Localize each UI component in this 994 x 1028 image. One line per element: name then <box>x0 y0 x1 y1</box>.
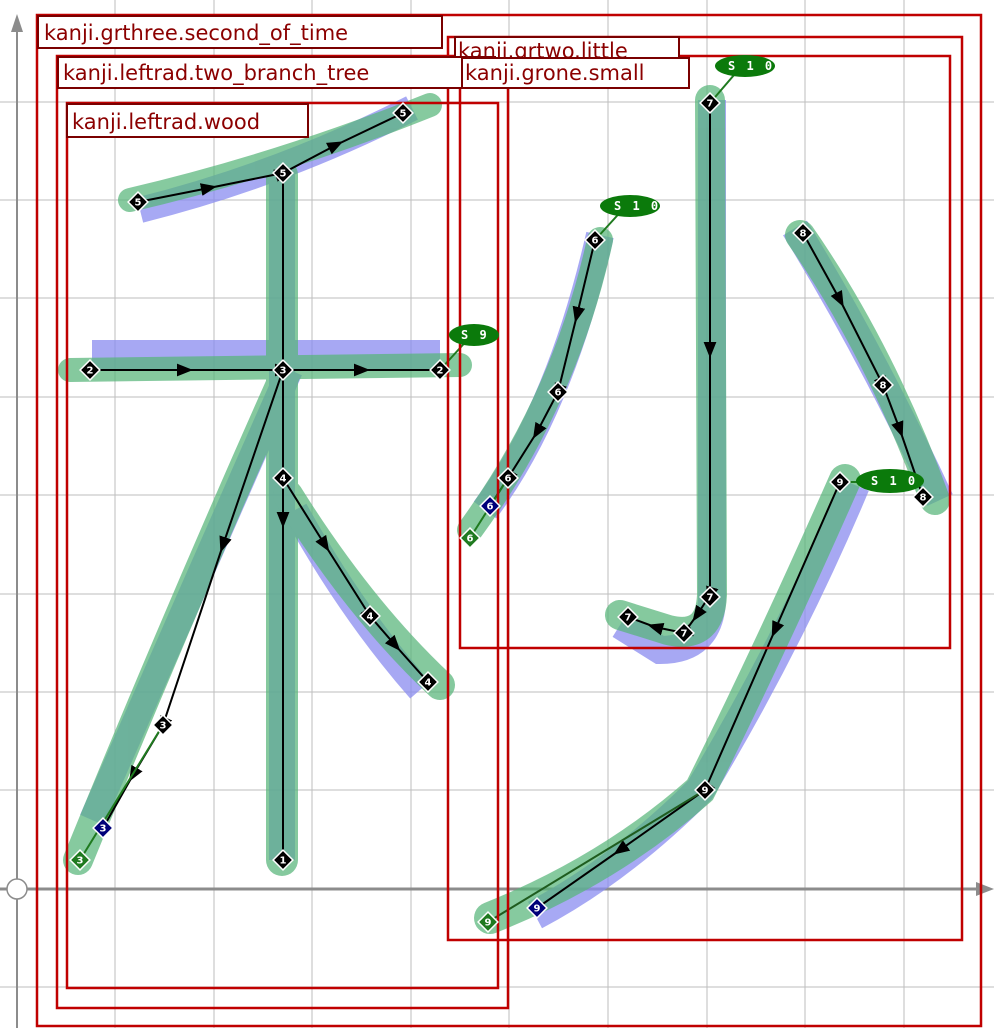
stroke-node[interactable]: 8 <box>872 374 894 396</box>
stroke-node-number: 8 <box>800 229 807 240</box>
stroke-node[interactable]: 6 <box>479 495 501 517</box>
stroke-node[interactable]: 7 <box>699 586 721 608</box>
stroke-node[interactable]: 9 <box>829 471 851 493</box>
stroke-node-number: 3 <box>100 824 107 835</box>
stroke-node-number: 7 <box>681 629 688 640</box>
stroke-node[interactable]: 8 <box>912 486 934 508</box>
stroke-nodes: 1 2 2 3 3 3 3 4 4 4 5 5 5 6 6 6 6 6 7 7 7 7 8 8 8 9 9 9 9 <box>69 92 934 933</box>
stroke-node-number: 4 <box>367 612 374 623</box>
stroke-node-number: 6 <box>505 474 512 485</box>
stroke-node-number: 1 <box>280 856 287 867</box>
stroke-tags: S 9 S 1 0 S 1 0 S 1 0 <box>449 55 924 493</box>
stroke-node[interactable]: 5 <box>127 191 149 213</box>
stroke-node-number: 5 <box>400 109 407 120</box>
stroke-node-number: 5 <box>280 169 287 180</box>
stroke-node[interactable]: 6 <box>497 467 519 489</box>
stroke-node[interactable]: 7 <box>699 92 721 114</box>
x-axis-arrow-icon <box>976 882 994 896</box>
label-grone: kanji.grone.small <box>465 61 645 85</box>
stroke-node[interactable]: 4 <box>359 605 381 627</box>
stroke-node-number: 6 <box>555 388 562 399</box>
stroke-node-number: 4 <box>425 678 432 689</box>
stroke-node-number: 8 <box>880 381 887 392</box>
stroke-node[interactable]: 9 <box>477 911 499 933</box>
tag-s10-b: S 1 0 <box>728 59 774 73</box>
stroke-node[interactable]: 3 <box>272 359 294 381</box>
stroke-node[interactable]: 3 <box>92 817 114 839</box>
stroke-node-number: 8 <box>920 493 927 504</box>
stroke-node-number: 2 <box>87 366 94 377</box>
stroke-node-number: 7 <box>707 593 714 604</box>
stroke-node[interactable]: 3 <box>152 714 174 736</box>
stroke-node[interactable]: 5 <box>272 162 294 184</box>
stroke-node-number: 3 <box>280 366 287 377</box>
stroke-node-number: 2 <box>437 366 444 377</box>
stroke-node-number: 4 <box>280 474 287 485</box>
stroke-node[interactable]: 8 <box>792 222 814 244</box>
stroke-node[interactable]: 1 <box>272 849 294 871</box>
stroke-node[interactable]: 5 <box>392 102 414 124</box>
stroke-node[interactable]: 6 <box>584 229 606 251</box>
box-grthree <box>35 13 983 1028</box>
stroke-node-number: 9 <box>534 904 541 915</box>
stroke-node[interactable]: 6 <box>547 381 569 403</box>
stroke-node-number: 9 <box>702 786 709 797</box>
stroke-node[interactable]: 4 <box>272 467 294 489</box>
stroke-node[interactable]: 7 <box>673 622 695 644</box>
stroke-node[interactable]: 9 <box>526 897 548 919</box>
y-axis-arrow-icon <box>11 14 23 32</box>
stroke-node-number: 5 <box>135 198 142 209</box>
tag-s10-a: S 1 0 <box>614 199 660 213</box>
stroke-node[interactable]: 2 <box>429 359 451 381</box>
stroke-node[interactable]: 6 <box>459 527 481 549</box>
stroke-node[interactable]: 9 <box>694 779 716 801</box>
tag-s9: S 9 <box>461 328 489 342</box>
stroke-node-number: 6 <box>487 502 494 513</box>
stroke-node-number: 3 <box>77 856 84 867</box>
stroke-node-number: 7 <box>707 99 714 110</box>
label-grthree: kanji.grthree.second_of_time <box>44 21 348 46</box>
origin-handle[interactable] <box>6 878 28 900</box>
stroke-node-number: 3 <box>160 721 167 732</box>
box-grtwo <box>446 35 964 942</box>
stroke-node-number: 7 <box>625 613 632 624</box>
stroke-node[interactable]: 7 <box>617 606 639 628</box>
stroke-node-number: 9 <box>837 478 844 489</box>
stroke-node-number: 6 <box>592 236 599 247</box>
stroke-node[interactable]: 3 <box>69 849 91 871</box>
component-boxes <box>35 13 983 1028</box>
stroke-node[interactable]: 2 <box>79 359 101 381</box>
stroke-node-number: 6 <box>467 534 474 545</box>
tag-s10-c: S 1 0 <box>871 474 917 488</box>
stroke-node-number: 9 <box>485 918 492 929</box>
box-labels: kanji.grthree.second_of_time kanji.grtwo… <box>37 15 690 138</box>
box-grone <box>458 54 952 650</box>
stroke-node[interactable]: 4 <box>417 671 439 693</box>
label-leftrad-wood: kanji.leftrad.wood <box>72 110 260 134</box>
label-leftrad-tree: kanji.leftrad.two_branch_tree <box>63 61 369 86</box>
